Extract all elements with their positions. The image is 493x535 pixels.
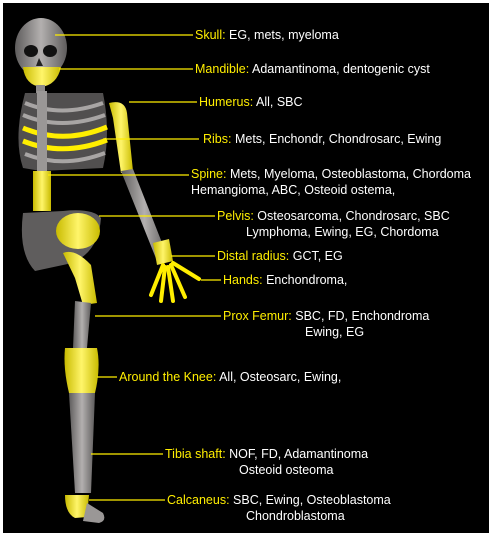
mandible-highlight [23, 67, 61, 87]
humerus-highlight [109, 102, 133, 173]
label-spine: Spine: Mets, Myeloma, Osteoblastoma, Cho… [191, 166, 471, 182]
label-tumors: SBC, FD, Enchondroma [295, 309, 429, 323]
label-tibia-shaft: Tibia shaft: NOF, FD, Adamantinoma [165, 446, 368, 462]
label-site: Distal radius [217, 249, 286, 263]
label-site: Pelvis [217, 209, 250, 223]
pelvis-highlight [56, 213, 100, 249]
label-skull: Skull: EG, mets, myeloma [195, 27, 339, 43]
label-site: Hands [223, 273, 259, 287]
label-spine-line2: Hemangioma, ABC, Osteoid ostema, [191, 182, 395, 198]
hand-highlight [151, 263, 199, 301]
label-tumors: EG, mets, myeloma [229, 28, 339, 42]
label-prox-femur: Prox Femur: SBC, FD, Enchondroma [223, 308, 429, 324]
label-tibia-shaft-line2: Osteoid osteoma [239, 462, 334, 478]
label-hands: Hands: Enchondroma, [223, 272, 347, 288]
label-knee: Around the Knee: All, Osteosarc, Ewing, [119, 369, 341, 385]
label-tumors: Mets, Enchondr, Chondrosarc, Ewing [235, 132, 441, 146]
label-site: Skull [195, 28, 222, 42]
label-mandible: Mandible: Adamantinoma, dentogenic cyst [195, 61, 430, 77]
label-pelvis-line2: Lymphoma, Ewing, EG, Chordoma [246, 224, 439, 240]
label-tumors: Mets, Myeloma, Osteoblastoma, Chordoma [230, 167, 471, 181]
diagram-panel: Skull: EG, mets, myeloma Mandible: Adama… [3, 3, 489, 533]
label-prox-femur-line2: Ewing, EG [305, 324, 364, 340]
prox-femur-highlight [63, 252, 97, 305]
label-humerus: Humerus: All, SBC [199, 94, 303, 110]
label-distal-radius: Distal radius: GCT, EG [217, 248, 343, 264]
label-tumors: All, Osteosarc, Ewing, [219, 370, 341, 384]
label-pelvis: Pelvis: Osteosarcoma, Chondrosarc, SBC [217, 208, 450, 224]
label-ribs: Ribs: Mets, Enchondr, Chondrosarc, Ewing [203, 131, 441, 147]
label-site: Spine [191, 167, 223, 181]
label-calcaneus-line2: Chondroblastoma [246, 508, 345, 524]
label-site: Mandible [195, 62, 246, 76]
label-tumors: Adamantinoma, dentogenic cyst [252, 62, 430, 76]
label-site: Prox Femur [223, 309, 288, 323]
label-tumors: Osteosarcoma, Chondrosarc, SBC [257, 209, 449, 223]
label-calcaneus: Calcaneus: SBC, Ewing, Osteoblastoma [167, 492, 391, 508]
label-site: Tibia shaft [165, 447, 222, 461]
tibia-shaft [69, 393, 95, 493]
label-tumors: NOF, FD, Adamantinoma [229, 447, 368, 461]
knee-highlight [65, 348, 99, 393]
spine-highlight [33, 171, 51, 211]
label-tumors: SBC, Ewing, Osteoblastoma [233, 493, 391, 507]
distal-radius-highlight [153, 239, 173, 265]
label-tumors: All, SBC [256, 95, 303, 109]
femur [73, 301, 91, 348]
label-site: Humerus [199, 95, 250, 109]
label-site: Ribs [203, 132, 228, 146]
label-site: Calcaneus [167, 493, 226, 507]
label-tumors: Enchondroma, [266, 273, 347, 287]
label-site: Around the Knee [119, 370, 213, 384]
label-tumors: GCT, EG [293, 249, 343, 263]
